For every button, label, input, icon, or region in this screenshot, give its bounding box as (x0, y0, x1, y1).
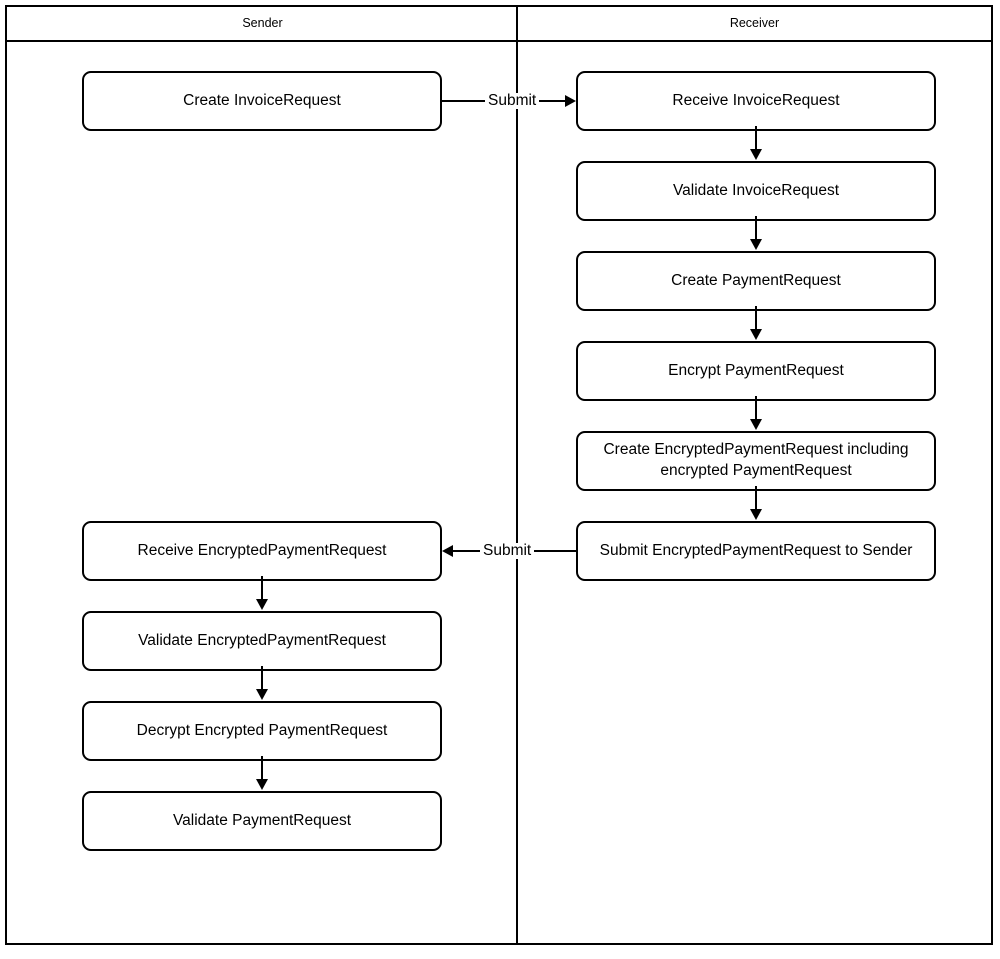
edge-arrowhead-n9-n10 (256, 689, 268, 700)
edge-arrowhead-n6-n7 (750, 509, 762, 520)
node-create-invoicerequest[interactable]: Create InvoiceRequest (82, 71, 442, 131)
edge-line-n8-n9 (261, 576, 263, 600)
edge-line-n4-n5 (755, 306, 757, 330)
edge-label-submit-request: Submit (485, 93, 540, 109)
edge-line-n2-n3 (755, 126, 757, 150)
node-create-paymentrequest[interactable]: Create PaymentRequest (576, 251, 936, 311)
node-validate-encryptedpaymentrequest[interactable]: Validate EncryptedPaymentRequest (82, 611, 442, 671)
node-decrypt-encrypted-paymentrequest[interactable]: Decrypt Encrypted PaymentRequest (82, 701, 442, 761)
edge-line-n3-n4 (755, 216, 757, 240)
edge-label-submit-response: Submit (480, 543, 535, 559)
node-validate-paymentrequest[interactable]: Validate PaymentRequest (82, 791, 442, 851)
lane-vertical-divider-line (516, 7, 518, 943)
node-validate-invoicerequest[interactable]: Validate InvoiceRequest (576, 161, 936, 221)
edge-arrowhead-n2-n3 (750, 149, 762, 160)
edge-line-n6-n7 (755, 486, 757, 510)
node-receive-encryptedpaymentrequest[interactable]: Receive EncryptedPaymentRequest (82, 521, 442, 581)
swimlane-pool: Sender Receiver Create InvoiceRequest Re… (5, 5, 993, 945)
edge-arrowhead-n7-n8 (442, 545, 453, 557)
edge-arrowhead-n10-n11 (256, 779, 268, 790)
edge-arrowhead-n5-n6 (750, 419, 762, 430)
node-encrypt-paymentrequest[interactable]: Encrypt PaymentRequest (576, 341, 936, 401)
edge-arrowhead-n8-n9 (256, 599, 268, 610)
edge-line-n5-n6 (755, 396, 757, 420)
edge-arrowhead-n4-n5 (750, 329, 762, 340)
edge-line-n9-n10 (261, 666, 263, 690)
node-submit-encryptedpaymentrequest-to-sender[interactable]: Submit EncryptedPaymentRequest to Sender (576, 521, 936, 581)
node-receive-invoicerequest[interactable]: Receive InvoiceRequest (576, 71, 936, 131)
node-create-encryptedpaymentrequest[interactable]: Create EncryptedPaymentRequest including… (576, 431, 936, 491)
lane-header-sender: Sender (242, 16, 283, 30)
edge-line-n10-n11 (261, 756, 263, 780)
lane-header-divider-line (7, 40, 991, 42)
lane-header-receiver: Receiver (729, 16, 780, 30)
edge-arrowhead-n1-n2 (565, 95, 576, 107)
edge-arrowhead-n3-n4 (750, 239, 762, 250)
